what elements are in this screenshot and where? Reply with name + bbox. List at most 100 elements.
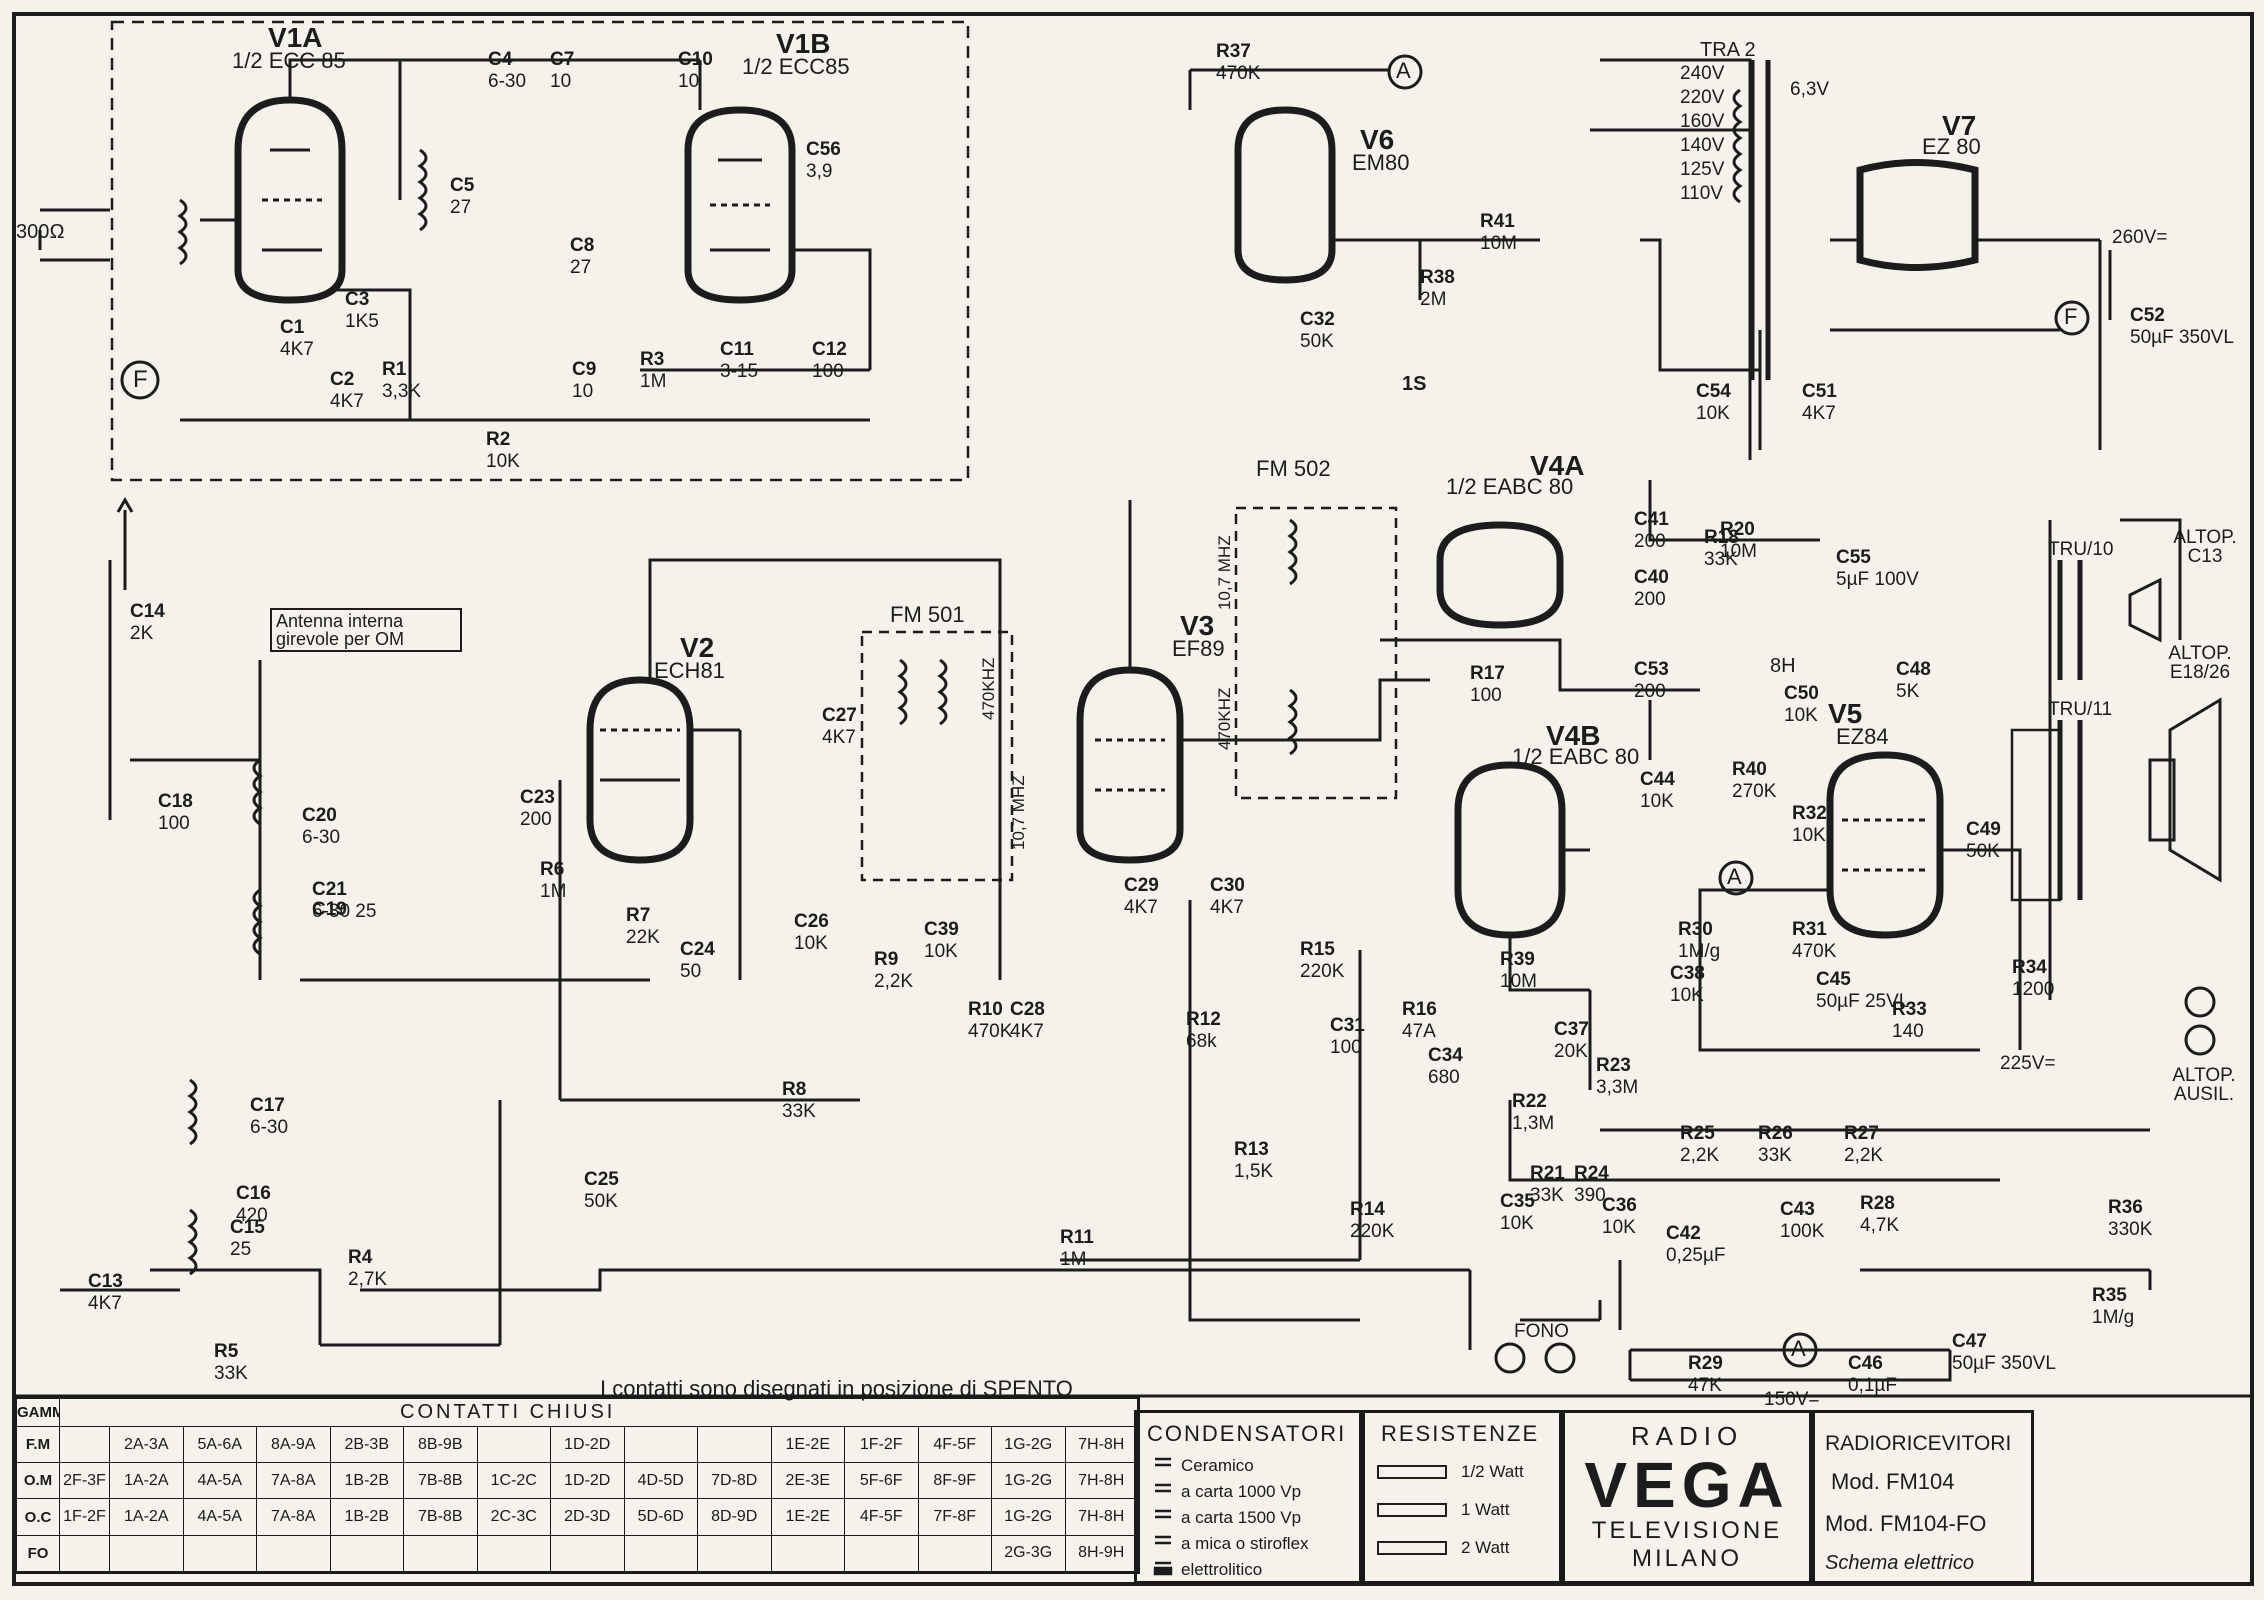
resistor-symbol (1377, 1541, 1447, 1555)
component-value: 4K7 (330, 391, 364, 412)
component-value: 50K (584, 1191, 618, 1212)
component-ref: R5 (214, 1341, 239, 1362)
contact-cell: 2C-3C (476, 1498, 551, 1536)
component-value: 1M (1060, 1249, 1087, 1270)
antenna-note: Antenna interna girevole per OM (270, 608, 462, 652)
component-value: 470K (1792, 941, 1837, 962)
component-ref: C20 (302, 805, 337, 826)
component-ref: C7 (550, 49, 575, 70)
tube-v3-type: EF89 (1172, 636, 1225, 661)
component-ref: R16 (1402, 999, 1437, 1020)
contact-cell (476, 1425, 551, 1464)
aux-speaker-label: ALTOP. AUSIL. (2172, 1065, 2236, 1105)
component-ref: R32 (1792, 803, 1827, 824)
component-ref: R36 (2108, 1197, 2143, 1218)
component-value: 1M (640, 371, 667, 392)
model-line2: Mod. FM104 (1831, 1469, 1955, 1494)
component-ref: R29 (1688, 1353, 1723, 1374)
node-a-1: A (1396, 58, 1411, 83)
contact-cell: 2E-3E (770, 1462, 845, 1500)
component-value: 1,5K (1234, 1161, 1274, 1182)
component-value: 47K (1688, 1375, 1722, 1396)
contact-cell: 2D-3D (550, 1498, 625, 1536)
component-value: 4K7 (1802, 403, 1836, 424)
brand-line3: TELEVISIONE (1591, 1517, 1783, 1544)
component-ref: R35 (2092, 1285, 2127, 1306)
tube-v4b-label: V4B (1546, 720, 1601, 751)
model-block: RADIORICEVITORI Mod. FM104 Mod. FM104-FO… (1812, 1410, 2034, 1584)
gamma-cell: O.M (15, 1462, 60, 1500)
component-ref: C51 (1802, 381, 1837, 402)
component-value: 68k (1186, 1031, 1217, 1052)
component-ref: C13 (88, 1271, 123, 1292)
component-value: 33K (1704, 549, 1738, 570)
component-ref: C39 (924, 919, 959, 940)
component-ref: C24 (680, 939, 715, 960)
component-ref: R17 (1470, 663, 1505, 684)
contact-cell (109, 1534, 184, 1574)
component-value: 390 (1574, 1185, 1606, 1206)
contact-cell: 1A-2A (109, 1498, 184, 1536)
component-value: 50 (680, 961, 702, 982)
contacts-note: I contatti sono disegnati in posizione d… (600, 1376, 1073, 1401)
contact-cell: 7F-8F (917, 1498, 992, 1536)
component-ref: C21 (312, 879, 347, 900)
component-value: 2M (1420, 289, 1447, 310)
component-ref: R41 (1480, 211, 1515, 232)
component-value: 22K (626, 927, 660, 948)
component-value: 1M/g (2092, 1307, 2135, 1328)
component-ref: C27 (822, 705, 857, 726)
component-ref: R6 (540, 859, 565, 880)
component-ref: R22 (1512, 1091, 1547, 1112)
transformer-tap: 240V (1680, 63, 1725, 84)
node-8h: 8H (1770, 655, 1796, 677)
contact-cell (623, 1534, 698, 1574)
component-value: 27 (570, 257, 592, 278)
component-value: 10K (1670, 985, 1704, 1006)
contact-cell: 5A-6A (182, 1425, 257, 1464)
component-ref: R15 (1300, 939, 1335, 960)
resistor-legend-item: 1/2 Watt (1461, 1462, 1524, 1481)
capacitor-legend-item: elettrolitico (1181, 1560, 1263, 1579)
component-value: 200 (1634, 531, 1666, 552)
component-ref: C31 (1330, 1015, 1365, 1036)
contact-cell: 5F-6F (844, 1462, 919, 1500)
tube-v6-type: EM80 (1352, 150, 1410, 175)
contact-cell: 1B-2B (329, 1498, 404, 1536)
component-value: 10M (1500, 971, 1537, 992)
contact-cell: 7A-8A (256, 1462, 331, 1500)
